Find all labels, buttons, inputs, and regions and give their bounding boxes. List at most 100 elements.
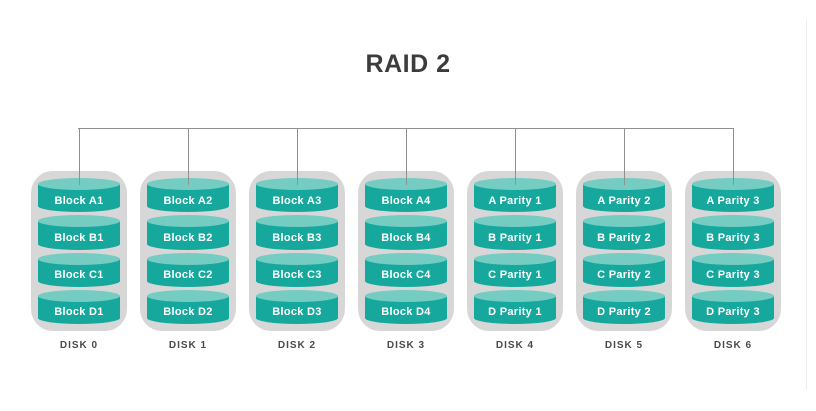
disk-block-label: Block A4 [381,194,431,207]
disk-block-label: Block D4 [381,306,431,319]
disk-block: Block C3 [256,252,338,287]
disk-block-label: Block D1 [54,306,104,319]
cylinder-top-ellipse [365,252,447,265]
disk-cylinder: A Parity 3 B Parity 3 C Parity 3 D Parity 3 [685,171,781,331]
disk-2: Block A3 Block B3 Block C3 Block D3 DISK 2 [249,129,345,351]
cylinder-top-ellipse [474,289,556,302]
disk-block: B Parity 2 [583,215,665,250]
disk-block-label: B Parity 2 [597,231,651,244]
disk-label: DISK 6 [713,340,753,351]
disk-block-label: Block C4 [381,269,431,282]
disk-block-label: D Parity 3 [706,306,760,319]
disk-block-label: Block B1 [54,231,104,244]
cylinder-top-ellipse [583,289,665,302]
disk-block-label: Block A1 [54,194,104,207]
connector-drop-line [623,129,625,185]
disk-cylinder: A Parity 2 B Parity 2 C Parity 2 D Parity 2 [576,171,672,331]
cylinder-top-ellipse [256,215,338,228]
disk-block-label: Block A3 [272,194,322,207]
disk-label: DISK 4 [495,340,535,351]
disk-block-label: A Parity 3 [706,194,760,207]
connector-drop-line [187,129,189,185]
disk-block: Block B2 [147,215,229,250]
cylinder-top-ellipse [583,215,665,228]
connector-drop-line [405,129,407,185]
disk-block: Block C1 [38,252,120,287]
cylinder-top-ellipse [147,289,229,302]
bus-line [78,128,734,129]
cylinder-top-ellipse [38,289,120,302]
disk-label: DISK 5 [604,340,644,351]
disk-cylinder: Block A4 Block B4 Block C4 Block D4 [358,171,454,331]
disk-block-label: C Parity 2 [597,269,651,282]
connector-drop-line [732,129,734,185]
cylinder-top-ellipse [147,252,229,265]
cylinder-top-ellipse [38,252,120,265]
disk-block: C Parity 3 [692,252,774,287]
cylinder-top-ellipse [256,289,338,302]
disk-block-label: Block C1 [54,269,104,282]
disk-block: C Parity 2 [583,252,665,287]
disk-block: Block D3 [256,289,338,324]
cylinder-top-ellipse [474,215,556,228]
disk-block: Block B1 [38,215,120,250]
diagram-title: RAID 2 [365,50,451,78]
disk-block-label: Block B4 [381,231,431,244]
disk-block: Block D1 [38,289,120,324]
disk-label: DISK 1 [168,340,208,351]
disk-block-label: Block B3 [272,231,322,244]
cylinder-top-ellipse [38,215,120,228]
disk-block: D Parity 3 [692,289,774,324]
disk-block: Block A1 [38,178,120,213]
disk-block: C Parity 1 [474,252,556,287]
disk-block-label: B Parity 3 [706,231,760,244]
disk-label: DISK 2 [277,340,317,351]
connector-drop-line [514,129,516,185]
disk-block: Block C2 [147,252,229,287]
disk-block: D Parity 2 [583,289,665,324]
disk-cylinder: Block A3 Block B3 Block C3 Block D3 [249,171,345,331]
cylinder-top-ellipse [583,252,665,265]
disk-block-label: A Parity 2 [597,194,651,207]
disk-block-label: D Parity 1 [488,306,542,319]
disk-block-label: C Parity 1 [488,269,542,282]
disk-4: A Parity 1 B Parity 1 C Parity 1 D Parity 1… [467,129,563,351]
cylinder-top-ellipse [692,252,774,265]
cylinder-top-ellipse [365,289,447,302]
disk-block-label: B Parity 1 [488,231,542,244]
disk-6: A Parity 3 B Parity 3 C Parity 3 D Parity 3… [685,129,781,351]
disk-label: DISK 0 [59,340,99,351]
disk-cylinder: Block A2 Block B2 Block C2 Block D2 [140,171,236,331]
disk-cylinder: Block A1 Block B1 Block C1 Block D1 [31,171,127,331]
disk-block-label: Block C3 [272,269,322,282]
disk-block: Block D4 [365,289,447,324]
disk-block: D Parity 1 [474,289,556,324]
disk-block: Block D2 [147,289,229,324]
cylinder-top-ellipse [147,215,229,228]
disk-block-label: Block D2 [163,306,213,319]
disk-0: Block A1 Block B1 Block C1 Block D1 DISK 0 [31,129,127,351]
disk-block: Block C4 [365,252,447,287]
cylinder-top-ellipse [256,252,338,265]
cylinder-top-ellipse [692,215,774,228]
disk-1: Block A2 Block B2 Block C2 Block D2 DISK 1 [140,129,236,351]
disk-cylinder: A Parity 1 B Parity 1 C Parity 1 D Parity 1 [467,171,563,331]
disk-block-label: C Parity 3 [706,269,760,282]
connector-drop-line [296,129,298,185]
disk-block: Block B3 [256,215,338,250]
cylinder-top-ellipse [365,215,447,228]
disk-block-label: Block A2 [163,194,213,207]
cylinder-top-ellipse [692,289,774,302]
disk-block-label: Block D3 [272,306,322,319]
right-edge-line [806,20,807,390]
disk-5: A Parity 2 B Parity 2 C Parity 2 D Parity 2… [576,129,672,351]
connector-drop-line [78,129,80,185]
disk-block-label: Block B2 [163,231,213,244]
disk-block: B Parity 3 [692,215,774,250]
disk-block-label: Block C2 [163,269,213,282]
disk-block-label: A Parity 1 [488,194,542,207]
